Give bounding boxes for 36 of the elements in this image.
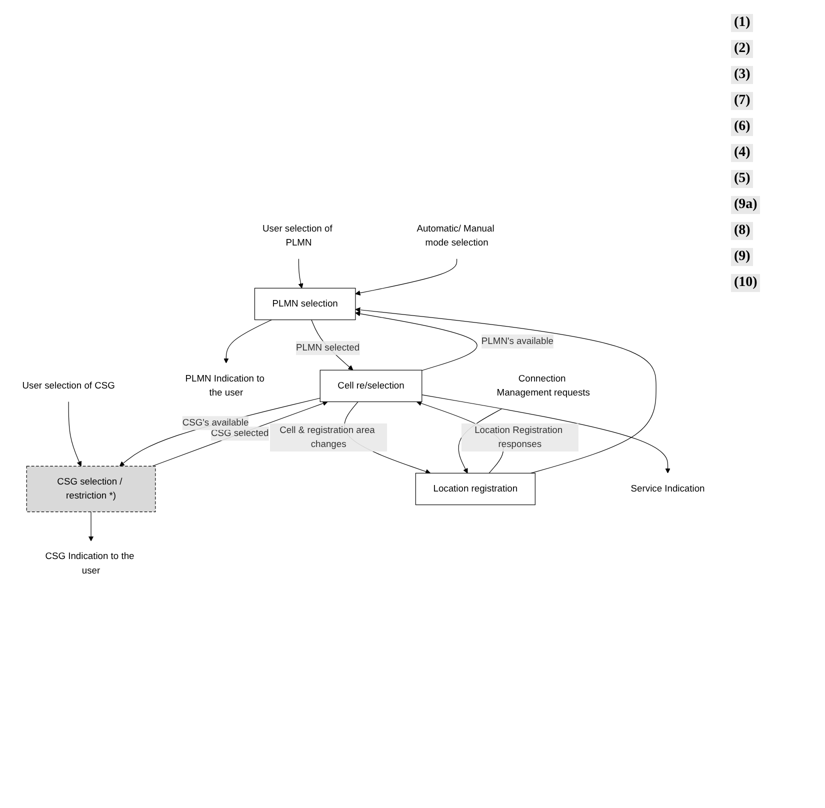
arrow	[355, 311, 478, 371]
arrow	[119, 398, 320, 466]
callout-number: (6)	[731, 118, 754, 136]
node-text: User selection of PLMN	[262, 224, 332, 248]
callout-number: (4)	[731, 144, 754, 162]
node-text: Service Indication	[630, 484, 705, 494]
callout-number: (9a)	[731, 196, 760, 214]
node-box: Cell re/selection	[320, 370, 422, 402]
callout-number: (5)	[731, 170, 754, 188]
arrow	[298, 258, 304, 288]
node-text: Automatic/ Manual mode selection	[416, 224, 494, 248]
node-box: PLMN selection	[254, 288, 356, 320]
arrow	[355, 258, 458, 296]
arrow	[152, 400, 328, 466]
callout-number: (1)	[731, 14, 754, 32]
callout-number: (8)	[731, 222, 754, 240]
callout-number: (3)	[731, 66, 754, 84]
node-text: Connection Management requests	[496, 374, 590, 398]
callout-number: (2)	[731, 40, 754, 58]
edge-label: PLMN's available	[481, 336, 554, 346]
callout-number: (10)	[731, 274, 760, 292]
callout-number: (7)	[731, 92, 754, 110]
node-text: CSG Indication to the user	[45, 552, 134, 576]
node-box: CSG selection / restriction *)	[26, 466, 156, 512]
arrow	[68, 401, 82, 466]
edge-label: PLMN selected	[296, 342, 360, 353]
edge-label: CSG selected	[210, 428, 269, 438]
edge-label: Cell & registration area changes	[280, 425, 375, 450]
edge-label: Location Registration responses	[474, 425, 563, 450]
edge-label: CSG's available	[182, 418, 249, 428]
node-box: Location registration	[415, 472, 536, 506]
arrow	[88, 512, 94, 542]
callout-number: (9)	[731, 248, 754, 266]
node-text: User selection of CSG	[22, 380, 115, 391]
arrow	[224, 320, 272, 364]
node-text: PLMN Indication to the user	[185, 374, 264, 398]
